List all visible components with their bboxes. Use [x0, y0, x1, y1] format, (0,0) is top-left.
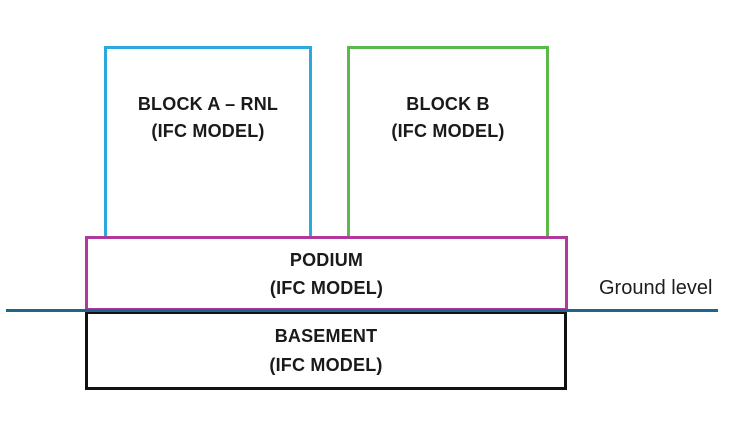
podium-label-line2: (IFC MODEL)	[269, 277, 384, 298]
basement-box: BASEMENT (IFC MODEL)	[85, 311, 567, 390]
basement-label-line1: BASEMENT	[274, 325, 378, 346]
block-b-label-line1: BLOCK B	[406, 94, 490, 114]
block-a-box: BLOCK A – RNL (IFC MODEL)	[104, 46, 312, 239]
basement-label-line2: (IFC MODEL)	[269, 354, 383, 375]
block-a-label-line2: (IFC MODEL)	[151, 121, 265, 141]
podium-box: PODIUM (IFC MODEL)	[85, 236, 568, 311]
block-a-label-line1: BLOCK A – RNL	[137, 94, 279, 114]
podium-label-line1: PODIUM	[289, 249, 364, 270]
ground-level-label: Ground level	[599, 277, 713, 299]
block-b-label-line2: (IFC MODEL)	[391, 121, 505, 141]
ground-level-line	[6, 309, 718, 312]
block-b-box: BLOCK B (IFC MODEL)	[347, 46, 549, 239]
